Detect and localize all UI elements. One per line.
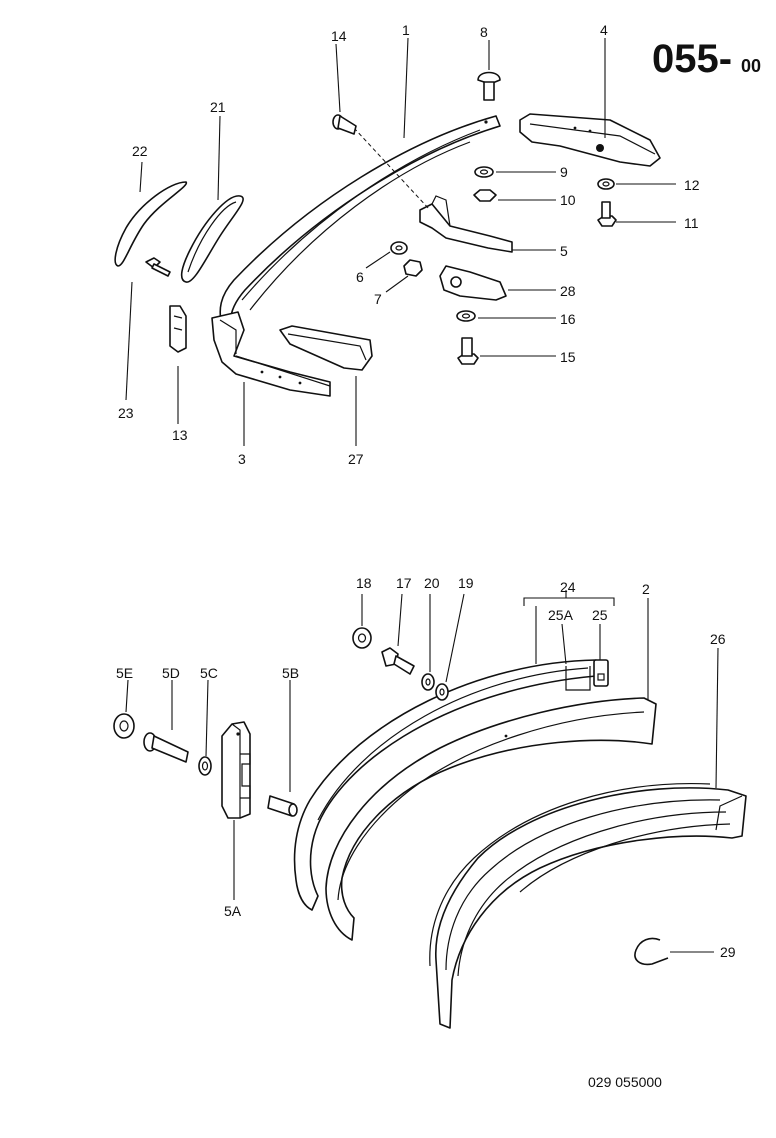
part-22-trim-strip — [114, 181, 187, 267]
part-21-rubber-strip — [180, 195, 244, 283]
part-27-rubber-pad — [279, 325, 373, 371]
part-5e-nut — [113, 713, 135, 739]
part-28-bracket — [439, 265, 507, 301]
part-23-screw — [145, 257, 171, 277]
callout-16: 16 — [560, 311, 576, 327]
part-26-rubber-strip — [429, 783, 747, 1029]
part-9-clip — [169, 305, 187, 353]
callout-4: 4 — [600, 22, 608, 38]
part-5a-bracket-block — [221, 721, 251, 819]
callout-12: 10 — [560, 192, 576, 208]
part-1-bumper-bar — [219, 115, 501, 331]
part-5-bracket-arm — [419, 195, 513, 253]
callout-5c: 5C — [200, 665, 218, 681]
part-8-nut — [403, 259, 423, 277]
callout-24-bracket — [523, 597, 615, 606]
part-14-washer — [597, 178, 615, 190]
callout-22: 22 — [132, 143, 148, 159]
part-20-washer — [421, 673, 435, 691]
callout-17: 17 — [396, 575, 412, 591]
callout-24: 24 — [560, 579, 576, 595]
callout-29: 29 — [720, 944, 736, 960]
part-5c-washer — [198, 756, 212, 776]
callout-3: 3 — [238, 451, 246, 467]
section-number: 055- — [652, 37, 732, 81]
part-12-nut — [473, 189, 497, 202]
drawing-code: 029 055000 — [588, 1074, 662, 1090]
callout-21: 21 — [210, 99, 226, 115]
part-7-washer — [390, 241, 408, 255]
part-2-rear-bumper-bar — [325, 697, 657, 941]
part-11-washer — [474, 166, 494, 178]
callout-11: 9 — [560, 164, 568, 180]
callout-5: 5 — [560, 243, 568, 259]
callout-26: 26 — [710, 631, 726, 647]
callout-7: 6 — [356, 269, 364, 285]
callout-5b: 5B — [282, 665, 299, 681]
part-13-bolt — [597, 201, 617, 227]
callout-28: 28 — [560, 283, 576, 299]
callout-18: 18 — [356, 575, 372, 591]
callout-6: 14 — [331, 28, 347, 44]
section-suffix: 00 — [741, 56, 761, 76]
part-19-washer — [435, 683, 449, 701]
callout-25a: 25A — [548, 607, 574, 623]
part-6-bolt — [332, 114, 357, 135]
assembly-line-6 — [353, 127, 431, 211]
part-16-washer — [456, 310, 476, 322]
part-5b-spacer — [267, 795, 298, 817]
callout-5a: 5A — [224, 903, 242, 919]
callout-8: 7 — [374, 291, 382, 307]
part-24-trim-assembly — [293, 659, 609, 911]
part-5d-bolt — [143, 732, 189, 763]
part-3-bumper-end — [211, 311, 331, 397]
part-10-bolt — [477, 71, 501, 101]
callout-20: 20 — [424, 575, 440, 591]
callout-5e: 5E — [116, 665, 133, 681]
part-15-bolt — [457, 337, 479, 365]
callout-1: 1 — [402, 22, 410, 38]
callout-27: 27 — [348, 451, 364, 467]
part-17-bolt — [381, 647, 415, 675]
callout-23: 23 — [118, 405, 134, 421]
part-29-clip — [634, 937, 669, 966]
callout-25: 25 — [592, 607, 608, 623]
callout-14: 12 — [684, 177, 700, 193]
callout-5d: 5D — [162, 665, 180, 681]
part-18-nut — [352, 627, 372, 649]
callout-13: 11 — [684, 215, 699, 231]
callout-10: 8 — [480, 24, 488, 40]
callout-2: 2 — [642, 581, 650, 597]
callout-15: 15 — [560, 349, 576, 365]
part-4-bracket — [519, 113, 661, 167]
callout-19: 19 — [458, 575, 474, 591]
callout-9: 13 — [172, 427, 188, 443]
